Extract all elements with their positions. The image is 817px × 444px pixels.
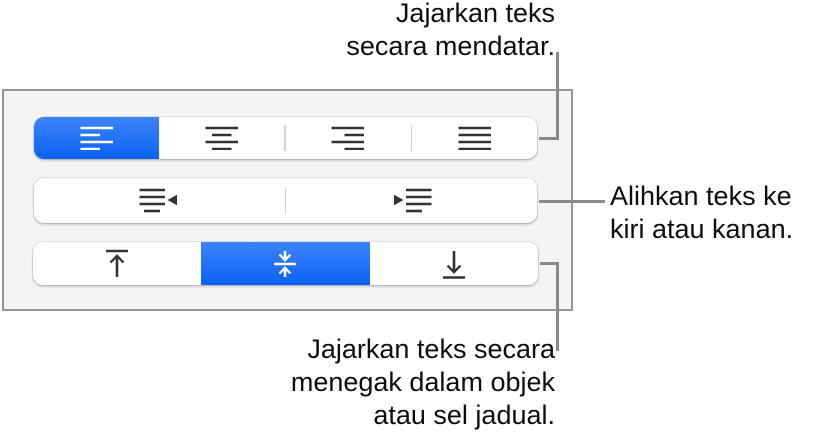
caption-line: secara mendatar. [346, 31, 555, 61]
indent-icon [392, 188, 432, 213]
vertical-alignment-control [33, 242, 538, 285]
caption-line: kiri atau kanan. [610, 214, 794, 244]
caption-line: Alihkan teks ke [610, 181, 792, 211]
callout-line-bottom-horizontal [540, 262, 559, 265]
align-vertical-top-icon [104, 249, 130, 279]
text-indent-control [34, 178, 537, 223]
callout-line-bottom-vertical [556, 262, 559, 351]
align-justify-icon [458, 126, 492, 150]
align-bottom-button[interactable] [370, 242, 538, 285]
indent-button[interactable] [286, 178, 537, 223]
caption-line: Jajarkan teks [395, 0, 555, 28]
segment-divider [410, 125, 412, 151]
align-left-icon [80, 126, 114, 150]
callout-line-right-horizontal [539, 200, 605, 203]
outdent-button[interactable] [34, 178, 285, 223]
align-top-button[interactable] [33, 242, 201, 285]
align-justify-button[interactable] [412, 117, 537, 159]
horizontal-alignment-control [34, 117, 537, 159]
caption-indent: Alihkan teks ke kiri atau kanan. [610, 180, 793, 246]
caption-horizontal-alignment: Jajarkan teks secara mendatar. [346, 0, 555, 63]
caption-line: menegak dalam objek [290, 367, 555, 397]
align-vertical-bottom-icon [441, 249, 467, 279]
align-right-button[interactable] [286, 117, 411, 159]
outdent-icon [139, 188, 179, 213]
align-center-button[interactable] [159, 117, 284, 159]
align-center-icon [205, 126, 239, 150]
caption-line: Jajarkan teks secara [307, 334, 555, 364]
segment-divider [284, 125, 286, 151]
segment-divider [284, 187, 287, 214]
callout-line-top-vertical [556, 52, 559, 139]
caption-line: atau sel jadual. [373, 400, 555, 430]
align-middle-button[interactable] [201, 242, 370, 285]
align-left-button[interactable] [34, 117, 159, 159]
callout-line-top-horizontal [539, 137, 559, 140]
align-vertical-middle-icon [272, 249, 298, 279]
align-right-icon [331, 126, 365, 150]
caption-vertical-alignment: Jajarkan teks secara menegak dalam objek… [291, 333, 555, 432]
